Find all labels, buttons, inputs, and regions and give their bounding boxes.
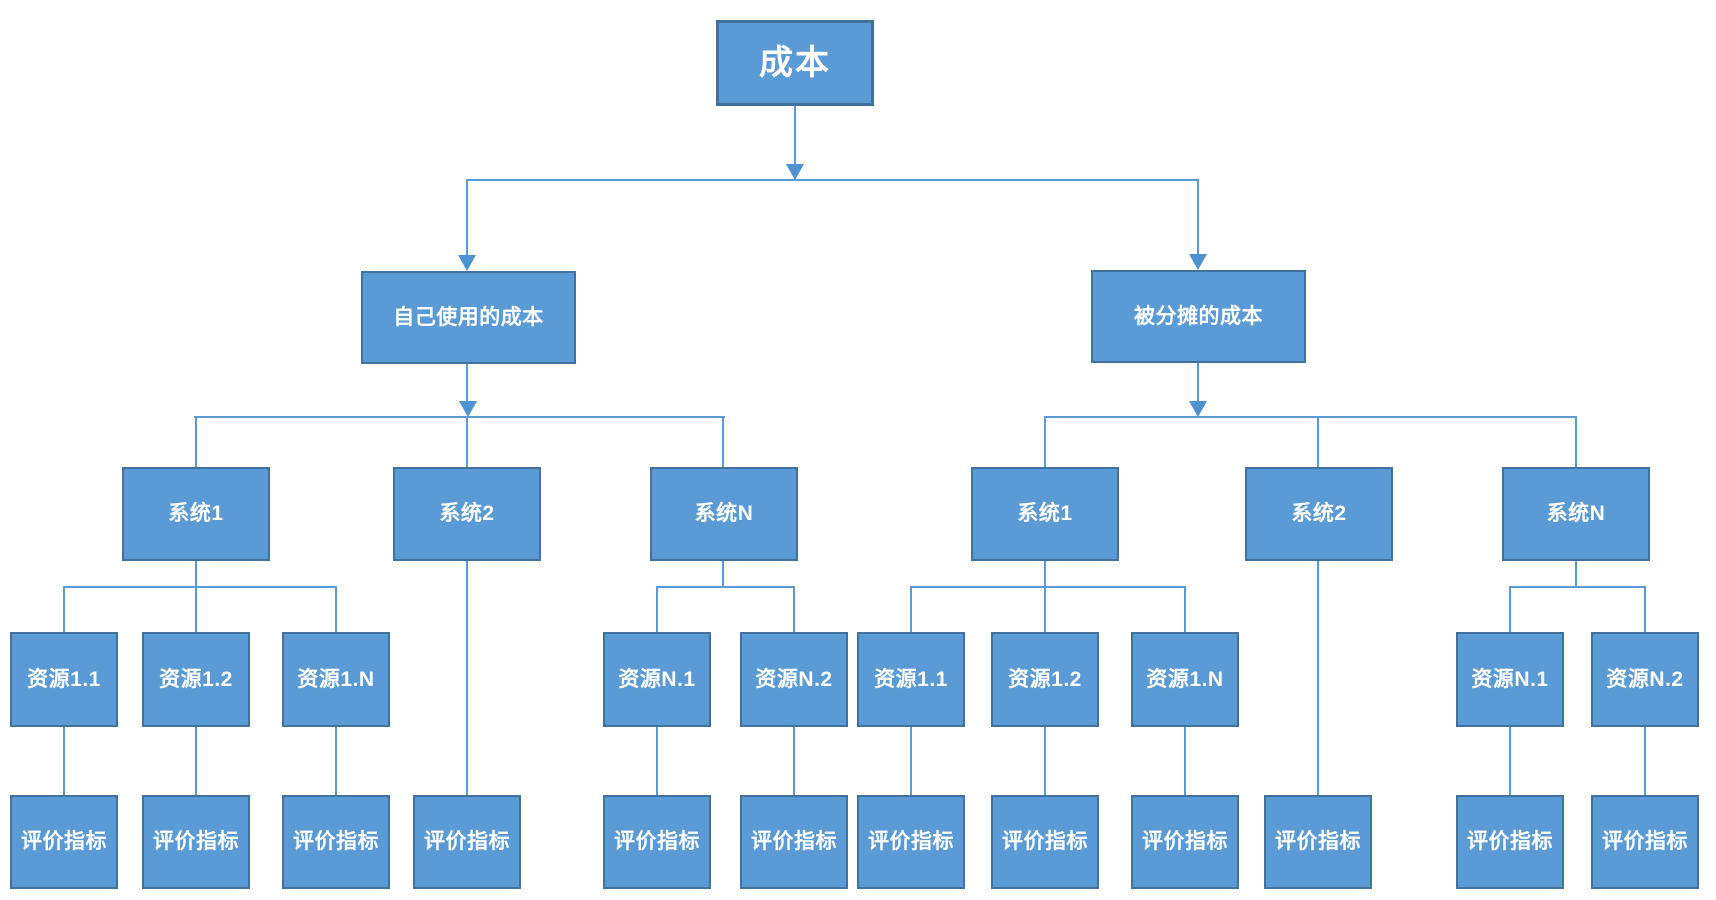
connector-own-res-1-n-stub	[335, 586, 337, 632]
connector-res-to-metric	[793, 727, 795, 795]
node-metric-alloc-res-1-1: 评价指标	[857, 795, 965, 889]
connector-res-to-metric	[195, 727, 197, 795]
node-own-system-n: 系统N	[650, 467, 798, 561]
connector-alloc-sys2-to-metric	[1317, 561, 1319, 795]
arrowhead-down-icon	[458, 255, 476, 271]
connector-res-to-metric	[1644, 727, 1646, 795]
node-own-system-1: 系统1	[122, 467, 270, 561]
node-own-res-n-1: 资源N.1	[603, 632, 711, 727]
connector-res-to-metric	[656, 727, 658, 795]
connector-own-systems-bus	[194, 416, 725, 418]
connector-res-to-metric	[1509, 727, 1511, 795]
connector-alloc-systems-bus	[1044, 416, 1577, 418]
connector-alloc-sysn-stub	[1575, 561, 1577, 587]
connector-alloc-res-n-1-stub	[1509, 586, 1511, 632]
connector-res-to-metric	[335, 727, 337, 795]
connector-own-cost-stub	[466, 364, 468, 402]
connector-root-stub	[794, 106, 796, 165]
node-metric-own-res-1-n: 评价指标	[282, 795, 390, 889]
connector-res-to-metric	[63, 727, 65, 795]
connector-res-to-metric	[910, 727, 912, 795]
node-metric-alloc-res-n-2: 评价指标	[1591, 795, 1699, 889]
node-own-res-1-2: 资源1.2	[142, 632, 250, 727]
connector-bus-to-own-system-n	[722, 416, 724, 467]
connector-own-res-n-1-stub	[656, 586, 658, 632]
connector-bus-to-alloc-system-2	[1317, 416, 1319, 467]
node-alloc-res-n-1: 资源N.1	[1456, 632, 1564, 727]
node-own-res-1-1: 资源1.1	[10, 632, 118, 727]
connector-alloc-sys1-bus	[910, 586, 1186, 588]
node-alloc-system-n: 系统N	[1502, 467, 1650, 561]
connector-allocated-cost-stub	[1197, 363, 1199, 402]
node-metric-own-res-1-2: 评价指标	[142, 795, 250, 889]
node-metric-alloc-res-1-n: 评价指标	[1131, 795, 1239, 889]
node-cost: 成本	[716, 20, 874, 106]
node-metric-alloc-system-2: 评价指标	[1264, 795, 1372, 889]
connector-bus-to-alloc-system-n	[1575, 416, 1577, 467]
node-metric-own-res-n-2: 评价指标	[740, 795, 848, 889]
arrowhead-down-icon	[786, 164, 804, 180]
node-alloc-res-n-2: 资源N.2	[1591, 632, 1699, 727]
arrowhead-down-icon	[1189, 401, 1207, 417]
node-alloc-res-1-1: 资源1.1	[857, 632, 965, 727]
connector-own-res-n-2-stub	[793, 586, 795, 632]
connector-bus-to-allocated-cost	[1197, 179, 1199, 255]
node-alloc-res-1-2: 资源1.2	[991, 632, 1099, 727]
node-metric-own-res-n-1: 评价指标	[603, 795, 711, 889]
connector-bus-to-own-cost	[466, 179, 468, 256]
node-allocated-cost: 被分摊的成本	[1091, 270, 1306, 363]
node-alloc-system-1: 系统1	[971, 467, 1119, 561]
node-own-system-2: 系统2	[393, 467, 541, 561]
connector-own-sys1-bus	[63, 586, 337, 588]
arrowhead-down-icon	[459, 401, 477, 417]
node-metric-alloc-res-1-2: 评价指标	[991, 795, 1099, 889]
node-own-res-n-2: 资源N.2	[740, 632, 848, 727]
connector-own-sysn-stub	[722, 561, 724, 587]
connector-bus-to-own-system-2	[466, 417, 468, 467]
connector-alloc-sys1-stub	[1044, 561, 1046, 632]
node-metric-own-res-1-1: 评价指标	[10, 795, 118, 889]
connector-own-res-1-1-stub	[63, 586, 65, 632]
node-alloc-system-2: 系统2	[1245, 467, 1393, 561]
connector-own-sys1-stub	[195, 561, 197, 632]
connector-alloc-res-1-n-stub	[1184, 586, 1186, 632]
connector-alloc-sysn-bus	[1509, 586, 1646, 588]
connector-bus-to-alloc-system-1	[1044, 416, 1046, 467]
arrowhead-down-icon	[1189, 254, 1207, 270]
connector-own-sys2-to-metric	[466, 561, 468, 795]
connector-res-to-metric	[1044, 727, 1046, 795]
connector-level1-bus	[466, 179, 1199, 181]
node-alloc-res-1-n: 资源1.N	[1131, 632, 1239, 727]
connector-alloc-res-1-1-stub	[910, 586, 912, 632]
connector-bus-to-own-system-1	[195, 416, 197, 467]
connector-res-to-metric	[1184, 727, 1186, 795]
connector-alloc-res-n-2-stub	[1644, 586, 1646, 632]
node-own-res-1-n: 资源1.N	[282, 632, 390, 727]
node-own-cost: 自己使用的成本	[361, 271, 576, 364]
node-metric-alloc-res-n-1: 评价指标	[1456, 795, 1564, 889]
connector-own-sysn-bus	[656, 586, 795, 588]
node-metric-own-system-2: 评价指标	[413, 795, 521, 889]
